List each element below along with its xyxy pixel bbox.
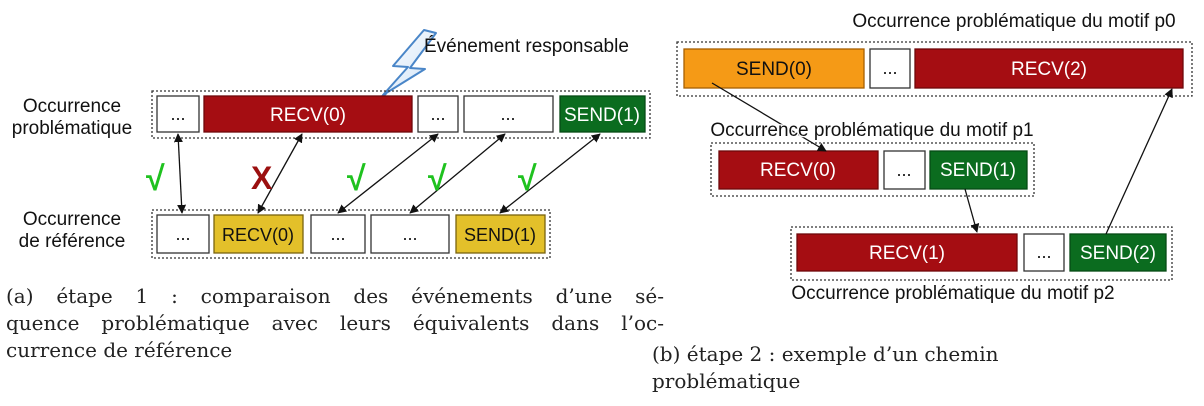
match-check-icon-2: √ [347,160,366,198]
p1-event-ellipsis: ... [883,150,926,190]
svg-text:...: ... [430,104,445,124]
reference-occurrence-label-line1: Occurrence [23,209,121,230]
p2-event-ellipsis: ... [1023,233,1065,272]
motif-p2-frame [790,226,1173,281]
lightning-bolt-icon [382,29,437,96]
caption-a-line2: quence problématique avec leurs équivale… [6,311,664,335]
path-arrow-send0-to-recv0 [711,82,827,152]
svg-text:...: ... [500,104,515,124]
caption-a-line3: currence de référence [6,338,233,362]
caption-a-line1: (a) étape 1 : comparaison des événements… [6,284,664,308]
caption-b-line2: problématique [652,369,801,393]
top-event-ellipsis-1: ... [156,95,200,133]
svg-text:...: ... [402,224,417,244]
bottom-event-send1: SEND(1) [455,214,546,254]
comparison-arrow-2 [257,133,303,214]
p0-event-recv2: RECV(2) [914,48,1184,89]
p2-event-recv1: RECV(1) [796,233,1018,272]
path-arrow-send2-to-recv2 [1105,88,1173,235]
svg-text:RECV(2): RECV(2) [1011,59,1087,80]
svg-text:...: ... [175,224,190,244]
comparison-arrow-1 [173,133,187,214]
svg-text:RECV(0): RECV(0) [270,105,346,126]
top-event-ellipsis-3: ... [463,95,554,133]
match-check-icon-1: √ [146,160,165,198]
bottom-event-recv0: RECV(0) [213,214,304,254]
comparison-arrow-4 [409,133,506,214]
svg-text:SEND(1): SEND(1) [464,225,536,245]
p2-event-send2: SEND(2) [1069,233,1167,272]
reference-occurrence-label-line2: de référence [19,231,126,252]
svg-text:SEND(0): SEND(0) [736,59,812,80]
bottom-event-ellipsis-2: ... [310,214,366,254]
svg-text:...: ... [1036,242,1051,262]
p1-event-send1: SEND(1) [929,150,1028,190]
svg-text:SEND(2): SEND(2) [1080,243,1156,264]
motif-p0-frame [676,41,1193,97]
match-check-icon-4: √ [518,160,537,198]
svg-text:RECV(1): RECV(1) [869,243,945,264]
bottom-event-ellipsis-3: ... [370,214,450,254]
p0-event-send0: SEND(0) [683,48,865,89]
responsible-event-annotation: Événement responsable [424,36,629,57]
svg-text:RECV(0): RECV(0) [222,225,294,245]
caption-a: (a) étape 1 : comparaison des événements… [6,283,664,364]
svg-text:SEND(1): SEND(1) [940,160,1016,181]
p0-event-ellipsis: ... [869,48,911,89]
problem-occurrence-label-line1: Occurrence [23,96,121,117]
motif-p1-title: Occurrence problématique du motif p1 [710,120,1033,141]
top-event-recv0: RECV(0) [203,95,413,133]
caption-b: (b) étape 2 : exemple d’un chemin problé… [652,341,1152,395]
path-arrow-send1-to-recv1 [964,188,980,233]
caption-b-line1: (b) étape 2 : exemple d’un chemin [652,342,999,366]
reference-occurrence-frame [151,209,551,259]
comparison-arrow-5 [499,133,601,214]
panel-b: Occurrence problématique du motif p0 SEN… [676,11,1193,304]
svg-text:...: ... [330,224,345,244]
problem-occurrence-label-line2: problématique [12,118,132,139]
panel-a: Événement responsable Occurrence problém… [12,29,651,259]
bottom-event-ellipsis-1: ... [156,214,210,254]
p1-event-recv0: RECV(0) [718,150,879,190]
svg-text:...: ... [170,104,185,124]
svg-text:...: ... [896,160,911,180]
top-event-send1: SEND(1) [559,95,646,133]
match-check-icon-3: √ [428,160,447,198]
motif-p1-frame [710,142,1035,197]
svg-text:...: ... [882,58,897,78]
mismatch-cross-icon: X [251,160,273,196]
svg-text:SEND(1): SEND(1) [564,105,640,126]
svg-text:RECV(0): RECV(0) [760,160,836,181]
motif-p0-title: Occurrence problématique du motif p0 [852,11,1175,32]
motif-p2-title: Occurrence problématique du motif p2 [791,283,1114,304]
top-event-ellipsis-2: ... [417,95,459,133]
